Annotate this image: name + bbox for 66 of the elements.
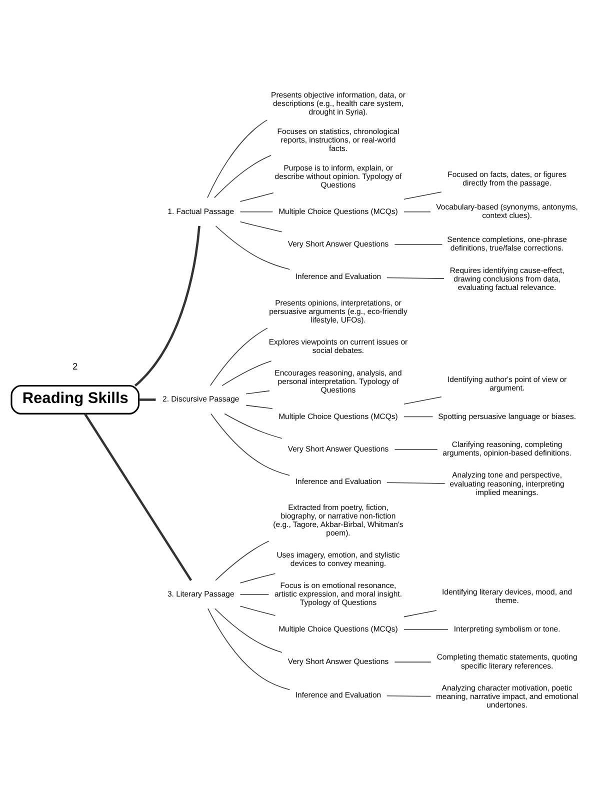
connector bbox=[394, 661, 432, 662]
connector bbox=[240, 605, 276, 616]
connector bbox=[210, 412, 290, 476]
connector bbox=[224, 412, 282, 438]
node-text: Spotting persuasive language or biases. bbox=[438, 411, 576, 420]
connector bbox=[215, 225, 290, 270]
node-text: Multiple Choice Questions (MCQs) bbox=[278, 624, 398, 633]
node-text: Very Short Answer Questions bbox=[288, 238, 389, 248]
connector bbox=[394, 448, 438, 450]
node-box: Reading Skills bbox=[10, 384, 140, 414]
node-text: Focused on facts, dates, or figures directly from the passage. bbox=[448, 169, 567, 188]
node-text: Identifying author's point of view or argument. bbox=[448, 374, 567, 392]
node-text: Focus is on emotional resonance, artistic expression, and moral insight. Typology of Questions bbox=[274, 580, 402, 607]
node-text: Presents objective information, data, or descriptions (e.g., health care system, drought in Syria). bbox=[271, 90, 406, 116]
connector bbox=[404, 628, 448, 630]
connector bbox=[208, 608, 290, 690]
node-text: Presents opinions, interpretations, or persuasive arguments (e.g., eco-friendly lifestyle, UFOs). bbox=[269, 298, 408, 324]
node-text: 2. Discursive Passage bbox=[162, 394, 240, 404]
connector bbox=[386, 694, 432, 696]
connector bbox=[404, 416, 434, 417]
connector bbox=[240, 192, 274, 202]
node-text: Vocabulary-based (synonyms, antonyms, context clues). bbox=[436, 202, 578, 220]
node-text: Inference and Evaluation bbox=[295, 690, 382, 699]
node-text: Multiple Choice Questions (MCQs) bbox=[278, 206, 398, 216]
node-text: Interpreting symbolism or tone. bbox=[454, 624, 560, 633]
connector bbox=[386, 482, 446, 484]
connector bbox=[404, 396, 442, 404]
node-text: 3. Literary Passage bbox=[167, 588, 234, 598]
connector bbox=[214, 608, 282, 652]
connector bbox=[84, 412, 192, 581]
node-text: Completing thematic statements, quoting specific literary references. bbox=[436, 652, 578, 670]
node-text: Uses imagery, emotion, and stylistic devices to convey meaning. bbox=[276, 550, 400, 568]
node-text: Extracted from poetry, fiction, biography, or narrative non-fiction (e.g., Tagore, Akbar-Birbal, Whitman's poem). bbox=[273, 502, 404, 538]
node-text: Inference and Evaluation bbox=[295, 272, 382, 281]
node-text: Clarifying reasoning, completing arguments, opinion-based definitions. bbox=[442, 440, 572, 458]
connector bbox=[404, 610, 437, 617]
node-text: Explores viewpoints on current issues or social debates. bbox=[268, 337, 408, 355]
connector bbox=[134, 225, 200, 386]
connector bbox=[210, 327, 268, 386]
node-text: Purpose is to inform, explain, or describe without opinion. Typology of Questions bbox=[274, 162, 402, 189]
connector bbox=[240, 220, 282, 232]
connector bbox=[246, 390, 270, 394]
node-text: Very Short Answer Questions bbox=[288, 444, 389, 453]
node-text: Identifying literary devices, mood, and theme. bbox=[442, 587, 572, 605]
connector bbox=[404, 191, 442, 200]
connector bbox=[240, 211, 273, 212]
node-text: Inference and Evaluation bbox=[295, 476, 382, 486]
node-text: Sentence completions, one-phrase definitions, true/false corrections. bbox=[447, 234, 567, 252]
connector bbox=[404, 211, 431, 212]
connector bbox=[240, 572, 276, 583]
connector bbox=[214, 154, 272, 198]
connector bbox=[139, 398, 156, 400]
label: 2 bbox=[72, 361, 78, 372]
node-text: Analyzing character motivation, poetic meaning, narrative impact, and emotional undertones. bbox=[436, 682, 578, 709]
node-text: Requires identifying cause-effect, drawing conclusions from data, evaluating factual relevance. bbox=[450, 265, 564, 292]
node-text: Very Short Answer Questions bbox=[288, 656, 389, 666]
node-text: 1. Factual Passage bbox=[168, 206, 234, 216]
connector bbox=[207, 119, 268, 198]
node-text: Encourages reasoning, analysis, and personal interpretation. Typology of Questions bbox=[274, 368, 402, 394]
connector bbox=[222, 360, 272, 386]
node-text: Focuses on statistics, chronological reports, instructions, or real-world facts. bbox=[277, 126, 400, 152]
connector bbox=[246, 404, 273, 409]
connector bbox=[386, 276, 444, 278]
node-text: Analyzing tone and perspective, evaluating reasoning, interpreting implied meanings. bbox=[450, 470, 564, 496]
connector bbox=[215, 540, 270, 580]
node-text: Multiple Choice Questions (MCQs) bbox=[278, 411, 398, 420]
